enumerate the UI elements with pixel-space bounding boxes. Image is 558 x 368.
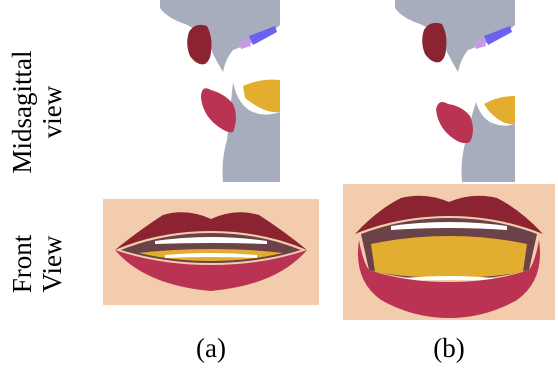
- row-label-midsagittal-line2: view: [37, 37, 67, 187]
- row-label-midsagittal-line1: Midsagittal: [7, 37, 37, 187]
- row-label-front-line2: View: [37, 224, 67, 304]
- row-label-midsagittal: Midsagittal view: [7, 37, 67, 187]
- row-label-front: Front View: [7, 224, 67, 304]
- midsagittal-view-a: [145, 0, 280, 182]
- midsagittal-view-b: [380, 0, 515, 182]
- caption-b: (b): [409, 333, 489, 364]
- upper-lip-sagittal: [187, 25, 211, 64]
- caption-a: (a): [171, 333, 251, 364]
- tongue-front: [371, 236, 527, 278]
- tongue-sagittal: [484, 96, 515, 124]
- lower-lip-sagittal: [436, 102, 473, 143]
- front-view-b: [343, 184, 555, 320]
- lower-lip-sagittal: [201, 88, 236, 132]
- upper-lip-sagittal: [422, 23, 446, 62]
- tongue-sagittal: [243, 80, 280, 113]
- front-view-a: [103, 199, 319, 305]
- row-label-front-line1: Front: [7, 224, 37, 304]
